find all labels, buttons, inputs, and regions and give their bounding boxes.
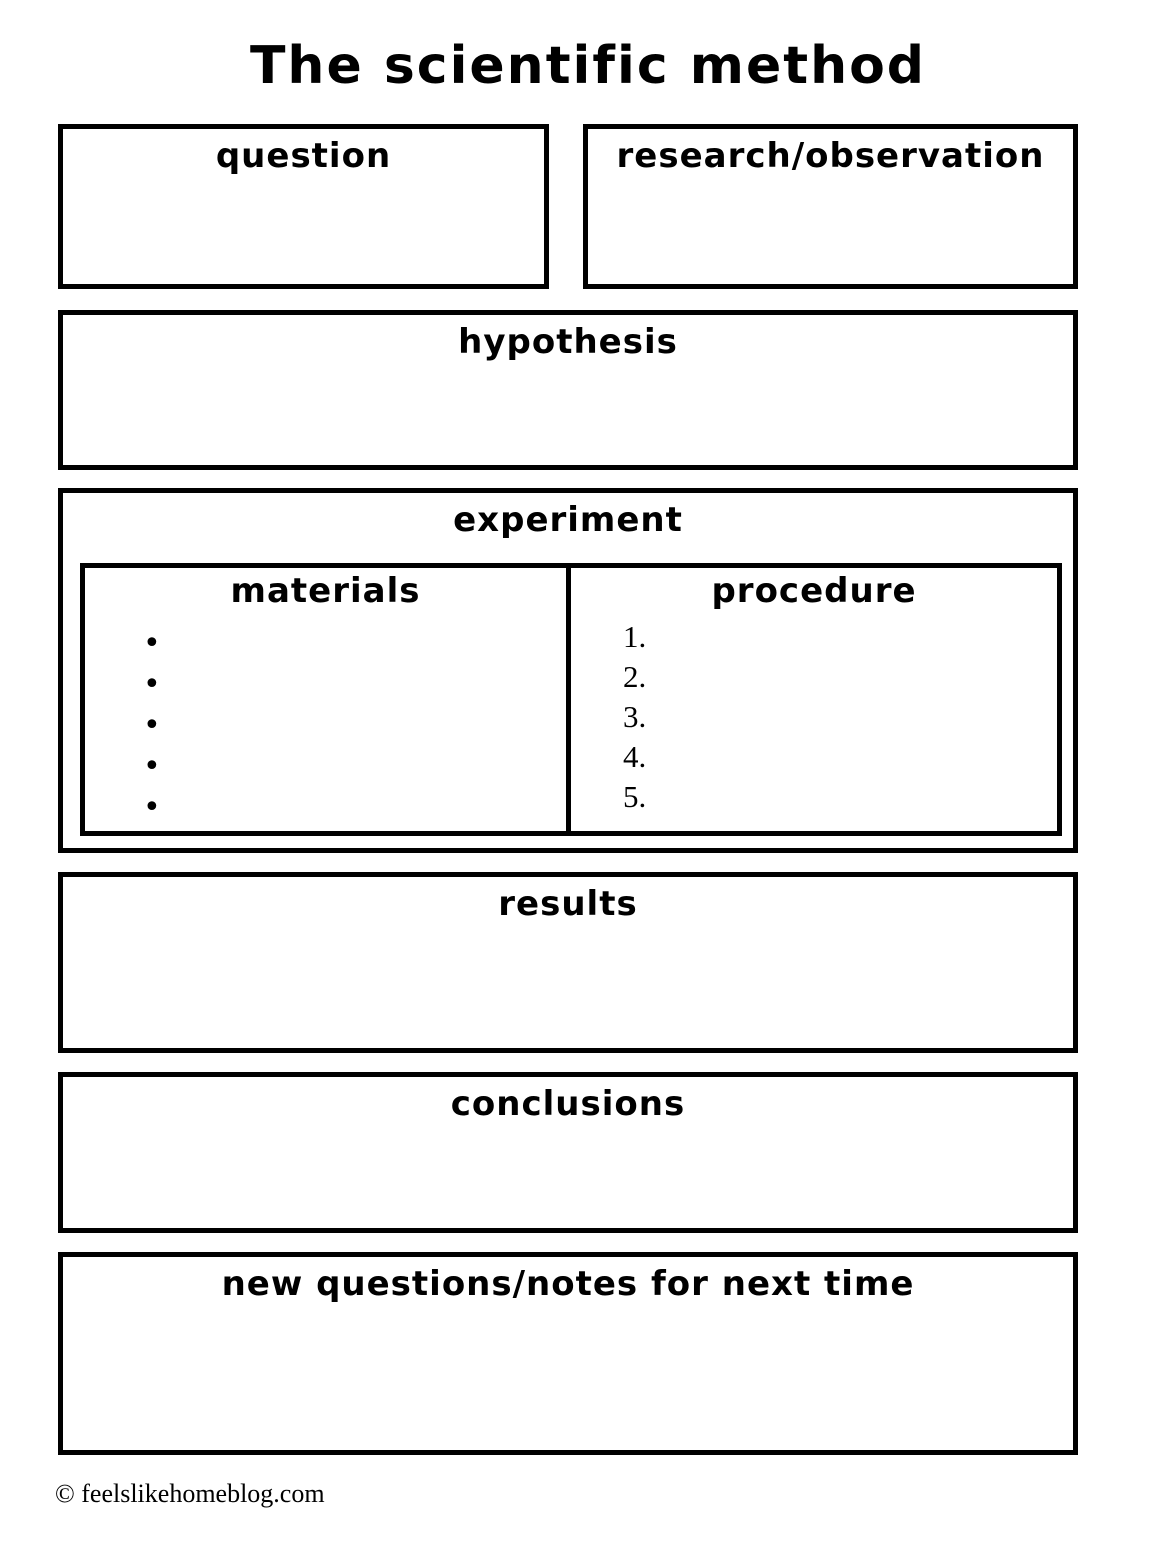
procedure-fill-line[interactable] <box>646 737 1057 777</box>
materials-fill-line[interactable] <box>161 787 566 828</box>
materials-fill-line[interactable] <box>161 664 566 705</box>
conclusions-fill-area[interactable] <box>63 1131 1073 1228</box>
hypothesis-box: hypothesis <box>58 310 1078 470</box>
step-number: 5. <box>623 779 647 815</box>
materials-fill-line[interactable] <box>161 705 566 746</box>
hypothesis-label: hypothesis <box>458 322 678 362</box>
procedure-fill-line[interactable] <box>646 777 1057 817</box>
new-questions-label: new questions/notes for next time <box>221 1264 915 1304</box>
materials-list-item: • <box>143 746 566 787</box>
research-observation-box: research/observation <box>583 124 1078 289</box>
step-number: 4. <box>623 739 647 775</box>
experiment-label: experiment <box>453 500 683 540</box>
bullet-icon: • <box>143 708 161 744</box>
new-questions-fill-area[interactable] <box>63 1311 1073 1450</box>
procedure-list-item: 5. <box>623 777 1057 817</box>
results-label: results <box>498 884 638 924</box>
bullet-icon: • <box>143 749 161 785</box>
materials-fill-line[interactable] <box>161 746 566 787</box>
step-number: 2. <box>623 659 647 695</box>
bullet-icon: • <box>143 667 161 703</box>
question-box: question <box>58 124 549 289</box>
question-label: question <box>215 136 392 176</box>
conclusions-label: conclusions <box>450 1084 686 1124</box>
research-observation-fill-area[interactable] <box>588 183 1073 284</box>
materials-fill-line[interactable] <box>161 623 566 664</box>
results-box: results <box>58 872 1078 1053</box>
materials-list-item: • <box>143 623 566 664</box>
procedure-column: procedure 1. 2. 3. 4. <box>571 568 1057 831</box>
experiment-box: experiment materials • • • <box>58 488 1078 853</box>
procedure-label: procedure <box>711 571 917 611</box>
materials-column: materials • • • • <box>85 568 571 831</box>
step-number: 1. <box>623 619 647 655</box>
materials-list-item: • <box>143 705 566 746</box>
materials-list-item: • <box>143 787 566 828</box>
procedure-fill-line[interactable] <box>646 617 1057 657</box>
procedure-list-item: 3. <box>623 697 1057 737</box>
procedure-list-item: 2. <box>623 657 1057 697</box>
step-number: 3. <box>623 699 647 735</box>
hypothesis-fill-area[interactable] <box>63 369 1073 465</box>
procedure-list-item: 1. <box>623 617 1057 657</box>
experiment-inner-table: materials • • • • <box>80 563 1062 836</box>
materials-label: materials <box>230 571 421 611</box>
page-title: The scientific method <box>249 36 927 96</box>
new-questions-box: new questions/notes for next time <box>58 1252 1078 1455</box>
bullet-icon: • <box>143 790 161 826</box>
conclusions-box: conclusions <box>58 1072 1078 1233</box>
bullet-icon: • <box>143 626 161 662</box>
research-observation-label: research/observation <box>616 136 1045 176</box>
procedure-list-item: 4. <box>623 737 1057 777</box>
question-fill-area[interactable] <box>63 183 544 284</box>
procedure-fill-line[interactable] <box>646 657 1057 697</box>
results-fill-area[interactable] <box>63 931 1073 1048</box>
procedure-fill-line[interactable] <box>646 697 1057 737</box>
materials-list-item: • <box>143 664 566 705</box>
materials-list: • • • • • <box>85 623 566 828</box>
procedure-list: 1. 2. 3. 4. <box>571 617 1057 817</box>
copyright-footer: © feelslikehomeblog.com <box>55 1479 325 1508</box>
